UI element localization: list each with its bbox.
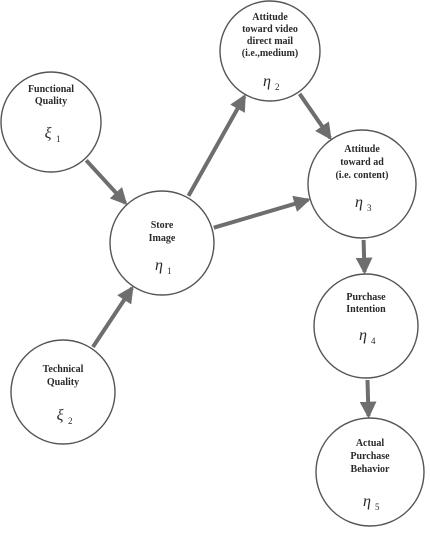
node-label-line: toward ad bbox=[340, 157, 384, 168]
node-label-line: (i.e. content) bbox=[335, 170, 388, 181]
node-symbol: η bbox=[155, 257, 163, 274]
arrow-technical-quality-to-store-image bbox=[91, 285, 134, 349]
node-circle bbox=[0, 71, 102, 173]
node-label-line: Quality bbox=[35, 96, 67, 107]
node-circle bbox=[219, 0, 321, 102]
arrow-store-image-to-attitude-video-mail bbox=[186, 94, 247, 197]
arrow-store-image-to-attitude-ad bbox=[213, 195, 311, 230]
node-symbol-subscript: 1 bbox=[56, 134, 61, 144]
node-label-line: Quality bbox=[47, 377, 79, 388]
node-symbol-subscript: 3 bbox=[367, 203, 372, 213]
arrow-functional-quality-to-store-image bbox=[84, 158, 128, 206]
node-circle bbox=[10, 339, 116, 445]
node-label-line: Intention bbox=[346, 304, 386, 315]
node-label-line: Functional bbox=[28, 84, 74, 95]
node-circle bbox=[315, 417, 425, 527]
node-label-line: Actual bbox=[356, 438, 385, 449]
node-label-line: Purchase bbox=[350, 451, 390, 462]
node-symbol-subscript: 5 bbox=[375, 502, 380, 512]
node-symbol-subscript: 2 bbox=[68, 416, 73, 426]
arrow-purchase-intention-to-actual-purchase-behavior bbox=[359, 379, 377, 419]
node-label-line: Store bbox=[151, 220, 174, 231]
node-symbol-subscript: 4 bbox=[371, 336, 376, 346]
node-label-line: Behavior bbox=[351, 464, 390, 475]
node-label-line: Technical bbox=[43, 364, 84, 375]
arrow-attitude-ad-to-purchase-intention bbox=[355, 239, 373, 275]
node-label-line: toward video bbox=[242, 24, 298, 35]
node-circle bbox=[109, 190, 215, 296]
node-label-line: Purchase bbox=[346, 292, 386, 303]
node-label-line: direct mail bbox=[247, 36, 293, 47]
node-symbol: η bbox=[363, 493, 371, 510]
node-symbol: η bbox=[359, 327, 367, 344]
node-symbol-subscript: 1 bbox=[167, 266, 172, 276]
node-circle bbox=[307, 129, 417, 239]
node-symbol-subscript: 2 bbox=[275, 82, 280, 92]
node-label-line: Attitude bbox=[344, 144, 380, 155]
node-symbol: ξ bbox=[57, 407, 64, 424]
node-symbol: η bbox=[263, 73, 271, 90]
node-circle bbox=[313, 273, 419, 379]
node-label-line: (i.e.,medium) bbox=[242, 48, 298, 59]
node-label-line: Image bbox=[149, 233, 176, 244]
node-symbol: ξ bbox=[45, 125, 52, 142]
arrow-attitude-video-mail-to-attitude-ad bbox=[297, 92, 332, 140]
node-label-line: Attitude bbox=[252, 12, 288, 23]
node-symbol: η bbox=[355, 194, 363, 211]
edges-layer bbox=[84, 92, 377, 419]
